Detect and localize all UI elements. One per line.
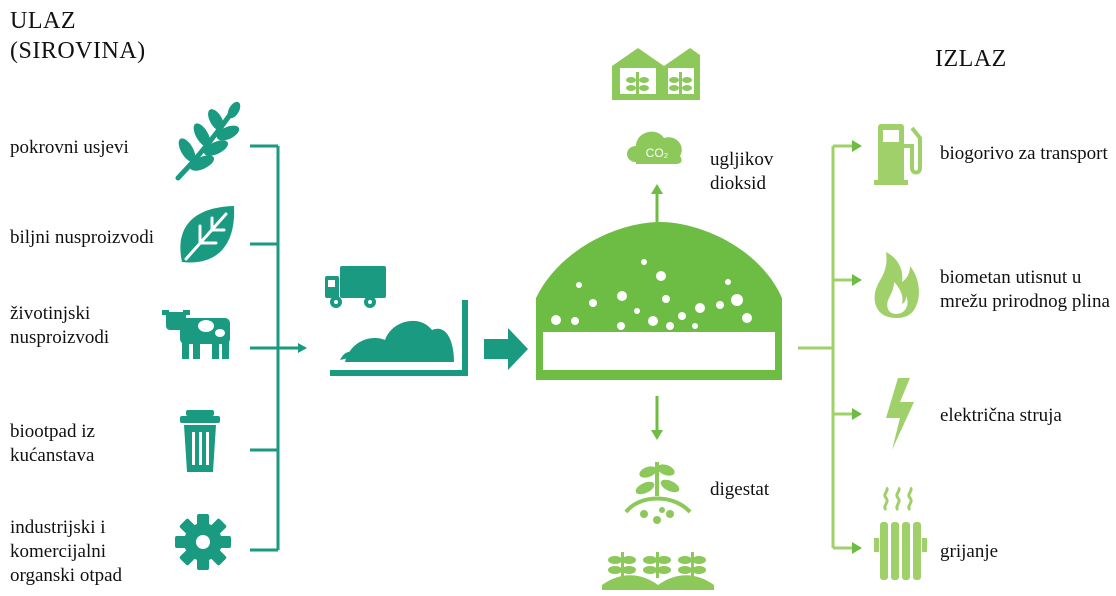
- output-label-biofuel: biogorivo za transport: [940, 143, 1108, 164]
- input-collector-lines: [250, 144, 307, 552]
- input-label-industrial-waste: industrijski i komercijalni organski otp…: [10, 517, 123, 586]
- digestate-label: digestat: [710, 479, 770, 500]
- flame-icon: [874, 252, 919, 318]
- sprout-icon: [624, 462, 692, 524]
- lightning-icon: [886, 378, 914, 450]
- output-heading: IZLAZ: [935, 46, 1007, 72]
- input-label-animal-byproducts: životinjski nusproizvodi: [10, 303, 110, 348]
- output-label-heating: grijanje: [940, 541, 999, 562]
- radiator-icon: [874, 486, 927, 580]
- co2-cloud-icon: CO₂: [627, 131, 682, 164]
- greenhouse-icon: [612, 48, 700, 100]
- input-heading: ULAZ (SIROVINA): [10, 8, 146, 64]
- to-digester-arrow: [484, 328, 528, 370]
- input-label-plant-byproducts: biljni nusproizvodi: [10, 227, 155, 248]
- output-label-electricity: električna struja: [940, 405, 1062, 426]
- fuel-pump-icon: [874, 124, 922, 185]
- trash-bin-icon: [180, 410, 220, 472]
- output-label-biomethane: biometan utisnut u mrežu prirodnog plina: [940, 267, 1110, 312]
- co2-icon-text: CO₂: [646, 146, 669, 160]
- waste-pile-icon: [330, 300, 468, 376]
- output-distribution-lines: [798, 140, 862, 554]
- leaf-icon: [180, 206, 235, 263]
- gear-icon: [175, 514, 231, 570]
- truck-icon: [325, 266, 386, 308]
- digester-tank: [536, 222, 782, 380]
- input-label-cover-crops: pokrovni usjevi: [10, 137, 129, 158]
- co2-label: ugljikov dioksid: [710, 149, 774, 194]
- input-label-household-biowaste: biootpad iz kućanstava: [10, 421, 95, 466]
- cow-icon: [162, 310, 230, 359]
- wheat-icon: [175, 101, 241, 181]
- crops-icon: [602, 552, 714, 590]
